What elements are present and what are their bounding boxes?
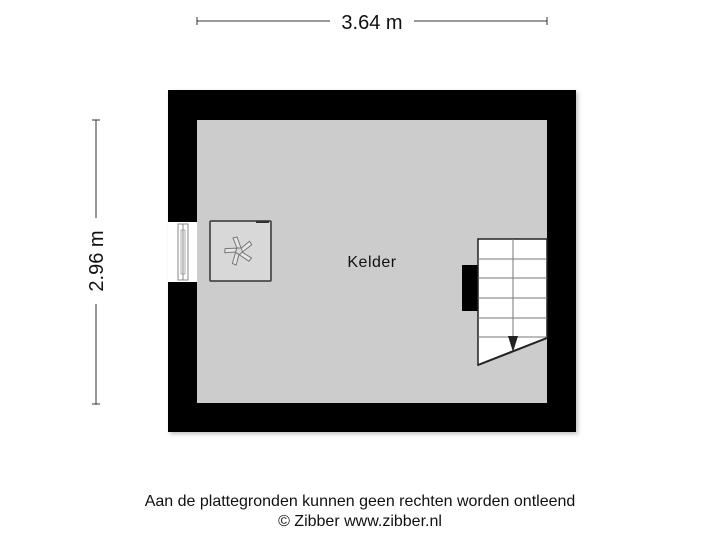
stair-direction-arrow-icon <box>508 336 518 352</box>
width-label: 3.64 m <box>341 12 402 34</box>
wall-block <box>462 265 479 311</box>
window <box>168 222 197 282</box>
width-dimension: 3.64 m <box>196 12 548 34</box>
copyright-text: © Zibber www.zibber.nl <box>278 513 442 530</box>
height-label: 2.96 m <box>86 230 108 291</box>
height-dimension: 2.96 m <box>86 119 108 405</box>
staircase <box>477 238 548 367</box>
disclaimer-text: Aan de plattegronden kunnen geen rechten… <box>144 493 576 510</box>
room-label: Kelder <box>347 254 396 271</box>
fan-box-icon <box>209 220 272 282</box>
